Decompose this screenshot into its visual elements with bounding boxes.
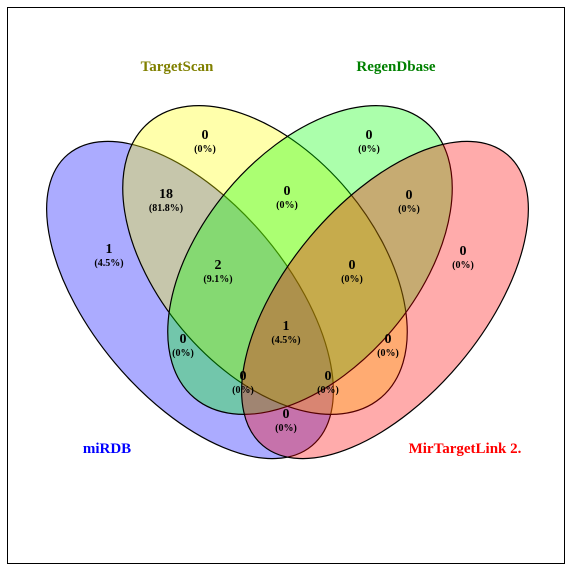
ellipse-regendbase [167,105,453,415]
region-targetscan-only: 0 (0%) [194,128,216,155]
region-percent: (0%) [452,260,474,271]
region-count: 0 [202,128,209,143]
set-label-regendbase: RegenDbase [356,59,436,75]
region-mirdb-mirtargetlink: 0 (0%) [275,407,297,434]
region-count: 1 [283,319,290,334]
region-percent: (0%) [341,274,363,285]
set-label-mirtargetlink: MirTargetLink 2. [409,441,522,457]
region-count: 18 [159,187,173,202]
region-percent: (0%) [398,204,420,215]
figure-frame [7,7,565,564]
ellipse-targetscan [122,105,408,415]
set-label-targetscan: TargetScan [141,59,214,75]
region-percent: (0%) [172,348,194,359]
region-count: 0 [349,258,356,273]
region-count: 0 [284,184,291,199]
region-count: 0 [283,407,290,422]
region-percent: (4.5%) [271,335,300,346]
region-count: 0 [406,188,413,203]
region-percent: (0%) [317,385,339,396]
region-percent: (0%) [276,200,298,211]
region-targetscan-regendbase: 0 (0%) [276,184,298,211]
region-percent: (0%) [194,144,216,155]
region-percent: (0%) [358,144,380,155]
region-mirdb-targetscan-regendbase: 2 (9.1%) [203,258,232,285]
ellipse-mirtargetlink [241,140,529,460]
region-count: 1 [106,242,113,257]
region-count: 0 [460,244,467,259]
region-count: 0 [240,369,247,384]
region-count: 0 [385,332,392,347]
region-mirdb-targetscan-mirtargetlink: 0 (0%) [317,369,339,396]
region-mirtargetlink-only: 0 (0%) [452,244,474,271]
region-percent: (4.5%) [94,258,123,269]
region-percent: (0%) [232,385,254,396]
region-percent: (0%) [275,423,297,434]
region-mirdb-regendbase: 0 (0%) [172,332,194,359]
ellipse-mirdb [46,140,334,460]
region-count: 0 [325,369,332,384]
region-percent: (9.1%) [203,274,232,285]
region-regendbase-only: 0 (0%) [358,128,380,155]
region-all-four: 1 (4.5%) [271,319,300,346]
region-count: 0 [180,332,187,347]
region-mirdb-targetscan: 18 (81.8%) [149,187,183,214]
set-label-mirdb: miRDB [83,441,131,457]
region-targetscan-regendbase-mirtargetlink: 0 (0%) [341,258,363,285]
region-regendbase-mirtargetlink: 0 (0%) [398,188,420,215]
region-count: 0 [366,128,373,143]
region-mirdb-regendbase-mirtargetlink: 0 (0%) [232,369,254,396]
region-count: 2 [215,258,222,273]
region-mirdb-only: 1 (4.5%) [94,242,123,269]
region-percent: (81.8%) [149,203,183,214]
region-targetscan-mirtargetlink: 0 (0%) [377,332,399,359]
region-percent: (0%) [377,348,399,359]
